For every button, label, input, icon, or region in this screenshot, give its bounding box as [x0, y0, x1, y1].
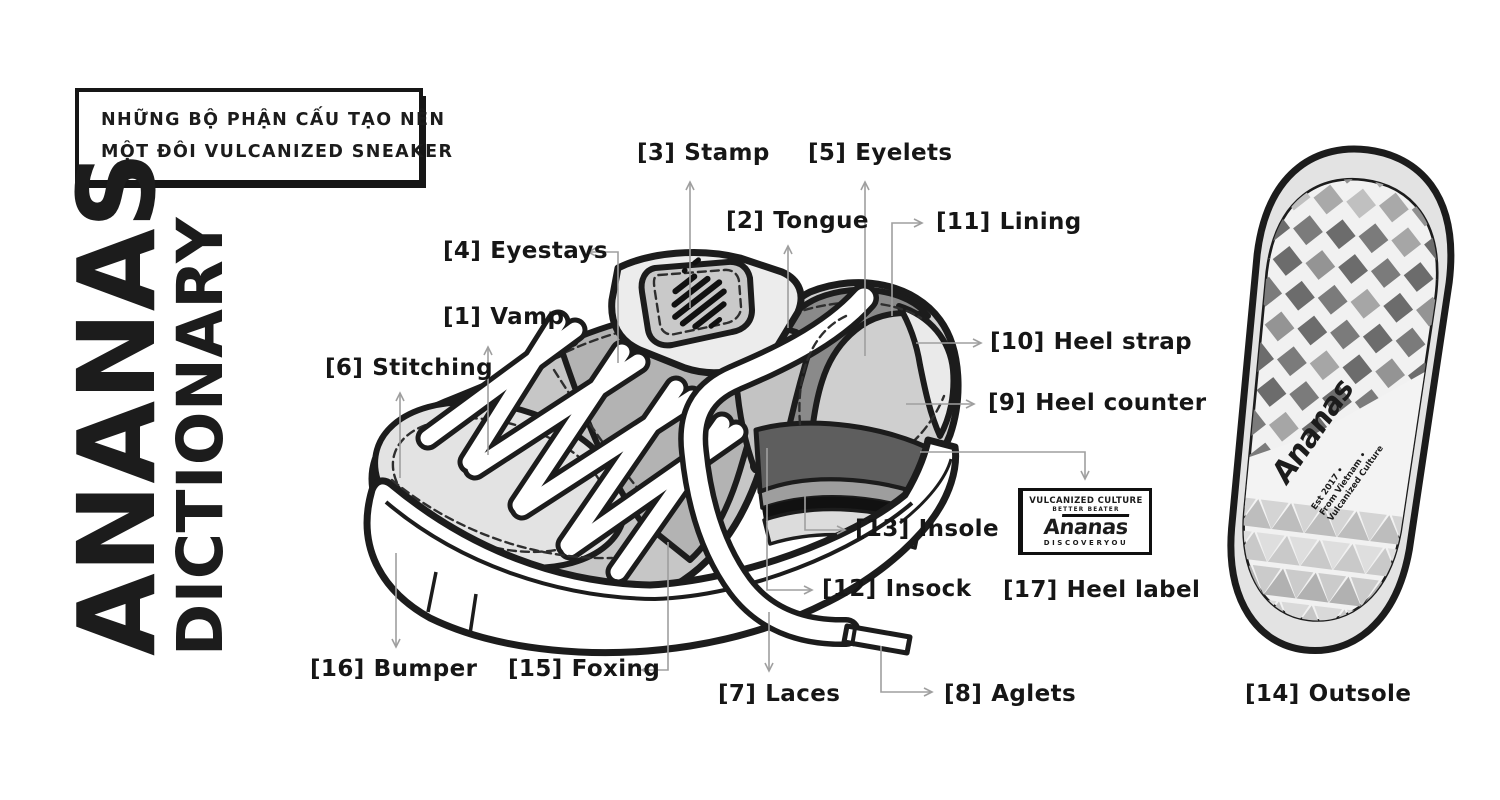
brand-word-ananas: ANANAS: [56, 151, 180, 656]
leader-arrow-8: [880, 646, 934, 697]
heel-label-card: VULCANIZED CULTURE BETTER BEATER Ananas …: [1018, 488, 1152, 555]
ananas-logo: Ananas: [1042, 514, 1130, 539]
outsole-midfoot-wedge: [1225, 360, 1445, 523]
sole-shape: [363, 436, 960, 657]
brand-word-dictionary: DICTIONARY: [163, 216, 237, 656]
part-label-tongue: [2]Tongue: [726, 207, 869, 234]
leader-arrow-13: [804, 489, 847, 535]
leader-arrow-12: [766, 448, 814, 595]
title-line-2: MỘT ĐÔI VULCANIZED SNEAKER: [101, 142, 454, 162]
part-label-bumper: [16]Bumper: [310, 655, 478, 682]
part-label-lining: [11]Lining: [936, 208, 1082, 235]
part-label-heel-strap: [10]Heel strap: [990, 328, 1192, 355]
leader-arrow-15: [640, 542, 669, 675]
part-label-outsole: [14]Outsole: [1245, 680, 1412, 707]
leader-arrows: [391, 180, 1090, 697]
leader-arrow-17: [920, 451, 1090, 481]
leader-arrow-11: [891, 218, 924, 316]
title-line-1: NHỮNG BỘ PHẬN CẤU TẠO NÊN: [101, 110, 446, 130]
part-label-vamp: [1]Vamp: [443, 303, 565, 330]
leader-arrow-4: [586, 247, 619, 363]
part-label-eyelets: [5]Eyelets: [808, 139, 953, 166]
brand-vertical: ANANAS DICTIONARY: [56, 151, 237, 656]
title-box: NHỮNG BỘ PHẬN CẤU TẠO NÊN MỘT ĐÔI VULCAN…: [75, 88, 454, 184]
part-label-insole: [13]Insole: [855, 515, 999, 542]
part-label-laces: [7]Laces: [718, 680, 841, 707]
outsole-illustration: Ananas Est 2017 • From Vietnam • Vulcani…: [1225, 145, 1455, 655]
part-label-aglets: [8]Aglets: [944, 680, 1077, 707]
part-label-heel-counter: [9]Heel counter: [988, 389, 1207, 416]
part-label-stamp: [3]Stamp: [637, 139, 770, 166]
part-label-eyestays: [4]Eyestays: [443, 237, 608, 264]
aglet-shape: [841, 623, 913, 656]
part-label-insock: [12]Insock: [822, 575, 972, 602]
heel-card-line-2: BETTER BEATER: [1052, 506, 1120, 513]
heel-card-line-1: VULCANIZED CULTURE: [1029, 495, 1143, 506]
part-label-foxing: [15]Foxing: [508, 655, 661, 682]
part-label-heel-label: [17]Heel label: [1003, 576, 1201, 603]
stamp-logo-icon: [671, 257, 727, 330]
part-label-stitching: [6]Stitching: [325, 354, 494, 381]
long-lace: [678, 283, 879, 648]
heel-card-line-3: DISCOVERYOU: [1043, 539, 1129, 548]
insock-insole-shapes: [753, 420, 935, 550]
